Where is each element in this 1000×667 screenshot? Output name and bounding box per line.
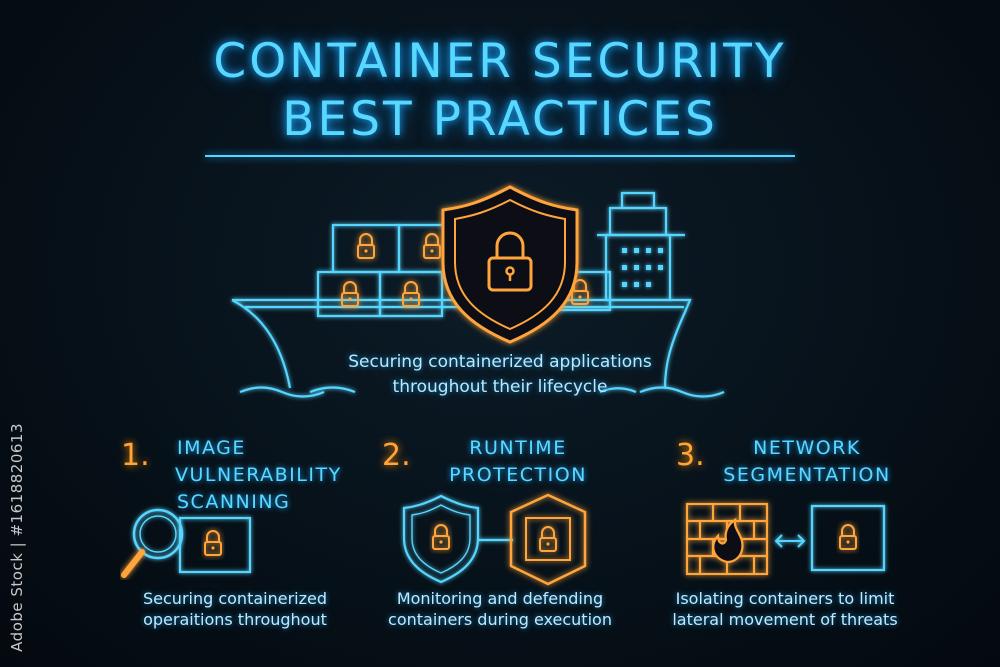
item-3-description: Isolating containers to limit lateral mo…: [650, 588, 920, 630]
hexagon-container-icon: [509, 493, 587, 586]
item-1-heading-line: SCANNING: [177, 491, 291, 513]
item-1-heading: IMAGE VULNERABILITY SCANNING: [155, 435, 375, 516]
item-2-heading-line: RUNTIME: [469, 437, 567, 459]
item-1-heading-line: IMAGE: [177, 437, 246, 459]
shield-icon: [402, 494, 513, 584]
magnifier-handle: [121, 549, 145, 578]
magnifier-icon: [132, 508, 184, 560]
security-shield-icon: [441, 185, 579, 344]
bridge-windows: [622, 248, 663, 287]
title-divider: [205, 155, 795, 157]
lock-icon: [539, 526, 557, 552]
item-1-description-line: operaitions throughout: [143, 610, 327, 629]
item-2-number: 2.: [382, 438, 411, 473]
item-2-description-line: Monitoring and defending: [396, 589, 604, 608]
item-2-heading-line: PROTECTION: [449, 464, 587, 486]
container-box-icon: [810, 504, 886, 572]
title-line-2: BEST PRACTICES: [282, 92, 718, 147]
item-2-description: Monitoring and defending containers duri…: [368, 588, 632, 630]
item-1-heading-line: VULNERABILITY: [175, 464, 342, 486]
item-3-description-line: lateral movement of threats: [672, 610, 898, 629]
lock-icon: [423, 233, 441, 259]
lock-icon: [839, 524, 857, 550]
hero-caption-line-1: Securing containerized applications: [348, 352, 652, 372]
lock-icon: [432, 524, 450, 550]
bidirectional-arrow-icon: [774, 534, 806, 548]
lock-icon: [341, 281, 359, 307]
hero-caption-line-2: throughout their lifecycle: [392, 377, 608, 397]
item-3-heading: NETWORK SEGMENTATION: [712, 435, 902, 489]
item-1-number: 1.: [121, 438, 150, 473]
firewall-icon: [685, 502, 769, 576]
container-box-icon: [178, 516, 252, 574]
lock-icon: [204, 530, 222, 556]
lock-icon: [357, 233, 375, 259]
item-1-description-line: Securing containerized: [143, 589, 327, 608]
item-2-heading: RUNTIME PROTECTION: [418, 435, 618, 489]
title-line-1: CONTAINER SECURITY: [213, 34, 787, 89]
item-1-description: Securing containerized operaitions throu…: [100, 588, 370, 630]
item-3-heading-line: SEGMENTATION: [723, 464, 891, 486]
item-3-number: 3.: [676, 438, 705, 473]
lock-icon: [402, 281, 420, 307]
item-2-description-line: containers during execution: [388, 610, 612, 629]
stock-id-label: Adobe Stock | #1618820613: [8, 423, 26, 652]
item-3-heading-line: NETWORK: [753, 437, 861, 459]
item-3-description-line: Isolating containers to limit: [675, 589, 895, 608]
